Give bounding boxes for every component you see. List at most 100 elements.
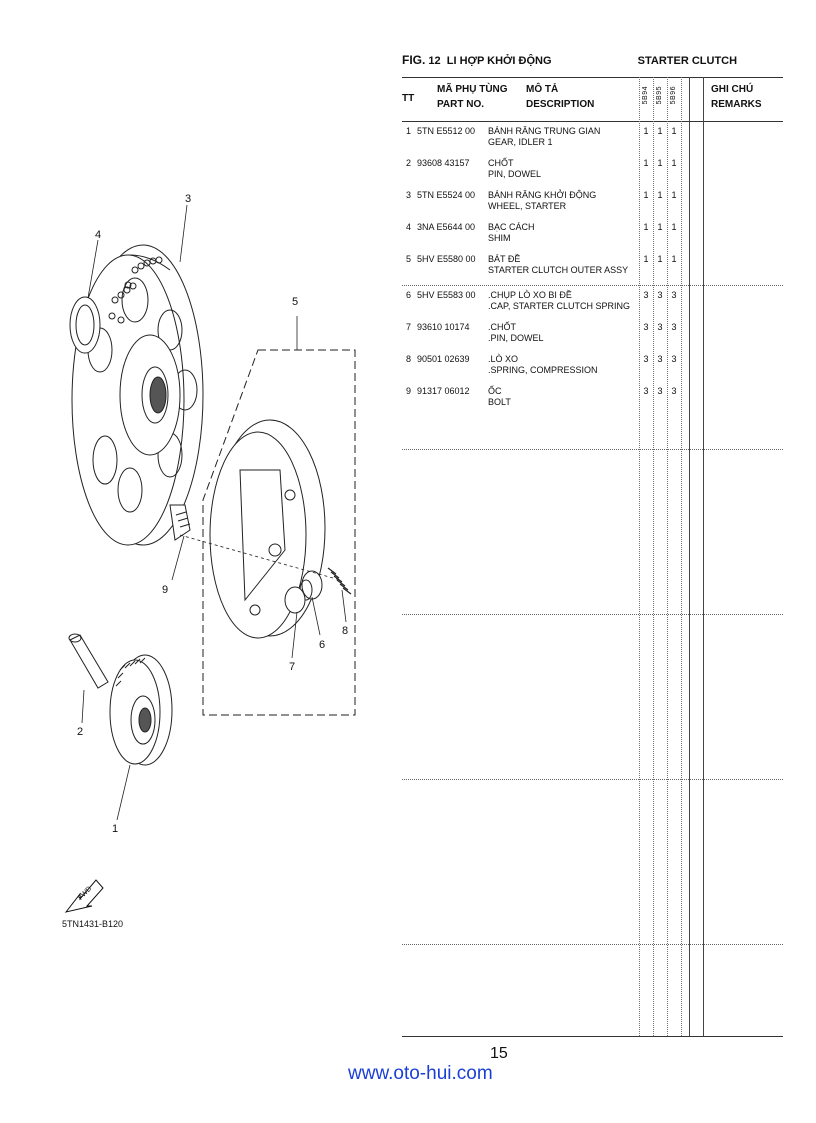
quantity-cell: 1 xyxy=(643,190,649,200)
col-sep-5 xyxy=(689,77,690,1036)
title-vietnamese: LI HỢP KHỞI ĐỘNG xyxy=(446,55,552,67)
model-header-3: 5B96 xyxy=(670,86,677,105)
callout-4: 4 xyxy=(95,229,101,241)
col-sep-4 xyxy=(681,77,682,1036)
callout-7: 7 xyxy=(289,661,295,673)
shim-drawing xyxy=(69,296,101,354)
quantity-cell: 3 xyxy=(657,322,663,332)
col-sep-6 xyxy=(703,77,704,1036)
callout-5: 5 xyxy=(292,296,298,308)
group-divider xyxy=(402,285,783,286)
quantity-cell: 3 xyxy=(671,386,677,396)
clutch-outer-drawing xyxy=(209,419,326,639)
row-index: 8 xyxy=(406,354,412,364)
description-vietnamese: BẠC CÁCH xyxy=(488,222,535,232)
dowel-pin-drawing xyxy=(284,586,306,614)
quantity-cell: 3 xyxy=(643,386,649,396)
callout-1: 1 xyxy=(112,823,118,835)
row-index: 9 xyxy=(406,386,412,396)
part-number: 90501 02639 xyxy=(417,354,470,364)
col-header-partno-en: PART NO. xyxy=(437,99,485,110)
part-number: 5TN E5524 00 xyxy=(417,190,476,200)
part-number: 91317 06012 xyxy=(417,386,470,396)
section-divider-1 xyxy=(402,449,783,450)
quantity-cell: 1 xyxy=(643,222,649,232)
assembly-dashed-box xyxy=(202,349,356,716)
description-english: .PIN, DOWEL xyxy=(488,333,544,343)
part-number: 5TN E5512 00 xyxy=(417,126,476,136)
quantity-cell: 3 xyxy=(657,290,663,300)
pin-drawing xyxy=(68,633,109,689)
row-index: 7 xyxy=(406,322,412,332)
description-english: GEAR, IDLER 1 xyxy=(488,137,553,147)
table-row: 6 5HV E5583 00 .CHỤP LÒ XO BI ĐỀ.CAP, STAR… xyxy=(402,290,782,314)
description-vietnamese: ỐC xyxy=(488,386,502,396)
quantity-cell: 3 xyxy=(671,322,677,332)
quantity-cell: 1 xyxy=(657,126,663,136)
bolt-drawing xyxy=(169,504,191,541)
exploded-parts-diagram: 3 4 5 9 6 8 7 2 1 FWD xyxy=(64,193,356,913)
col-header-remarks-vi: GHI CHÚ xyxy=(711,84,754,95)
callout-leaders xyxy=(81,204,347,821)
quantity-cell: 3 xyxy=(643,322,649,332)
col-sep-1 xyxy=(639,77,640,1036)
description-english: .CAP, STARTER CLUTCH SPRING xyxy=(488,301,631,311)
section-divider-3 xyxy=(402,779,783,780)
description-english: STARTER CLUTCH OUTER ASSY xyxy=(488,265,629,275)
idler-gear-drawing xyxy=(109,654,173,766)
description-vietnamese: CHỐT xyxy=(488,158,514,168)
quantity-cell: 1 xyxy=(643,158,649,168)
fig-prefix: FIG. xyxy=(402,53,426,67)
row-index: 3 xyxy=(406,190,412,200)
description-english: SHIM xyxy=(488,233,511,243)
quantity-cell: 3 xyxy=(671,290,677,300)
description-vietnamese: .CHỤP LÒ XO BI ĐỀ xyxy=(488,290,572,300)
part-number: 93610 10174 xyxy=(417,322,470,332)
model-header-2: 5B95 xyxy=(656,86,663,105)
table-bottom-rule xyxy=(402,1036,783,1037)
col-sep-2 xyxy=(653,77,654,1036)
description-vietnamese: .LÒ XO xyxy=(488,354,519,364)
callout-6: 6 xyxy=(319,639,325,651)
row-index: 2 xyxy=(406,158,412,168)
quantity-cell: 1 xyxy=(671,158,677,168)
description-english: BOLT xyxy=(488,397,511,407)
quantity-cell: 1 xyxy=(671,126,677,136)
part-number: 5HV E5583 00 xyxy=(417,290,476,300)
quantity-cell: 1 xyxy=(643,126,649,136)
page-number: 15 xyxy=(490,1045,508,1062)
model-header-1: 5B94 xyxy=(642,86,649,105)
quantity-cell: 1 xyxy=(671,254,677,264)
website-link[interactable]: www.oto-hui.com xyxy=(348,1063,493,1084)
description-english: .SPRING, COMPRESSION xyxy=(488,365,598,375)
callout-3: 3 xyxy=(185,193,191,205)
quantity-cell: 1 xyxy=(643,254,649,264)
description-vietnamese: BÁNH RĂNG TRUNG GIAN xyxy=(488,126,601,136)
quantity-cell: 1 xyxy=(671,190,677,200)
row-index: 1 xyxy=(406,126,412,136)
description-english: WHEEL, STARTER xyxy=(488,201,567,211)
col-header-tt: TT xyxy=(402,93,415,104)
row-index: 6 xyxy=(406,290,412,300)
starter-wheel-drawing xyxy=(71,244,204,546)
section-divider-2 xyxy=(402,614,783,615)
callout-9: 9 xyxy=(162,584,168,596)
section-divider-4 xyxy=(402,944,783,945)
quantity-cell: 1 xyxy=(657,190,663,200)
header-bottom-rule xyxy=(402,121,783,122)
quantity-cell: 3 xyxy=(657,354,663,364)
quantity-cell: 3 xyxy=(643,354,649,364)
figure-title: FIG. 12 LI HỢP KHỞI ĐỘNG STARTER CLUTCH xyxy=(402,53,737,67)
quantity-cell: 1 xyxy=(657,158,663,168)
quantity-cell: 3 xyxy=(643,290,649,300)
col-header-desc-vi: MÔ TẢ xyxy=(526,84,559,95)
quantity-cell: 1 xyxy=(657,254,663,264)
table-top-rule xyxy=(402,77,783,78)
quantity-cell: 1 xyxy=(671,222,677,232)
